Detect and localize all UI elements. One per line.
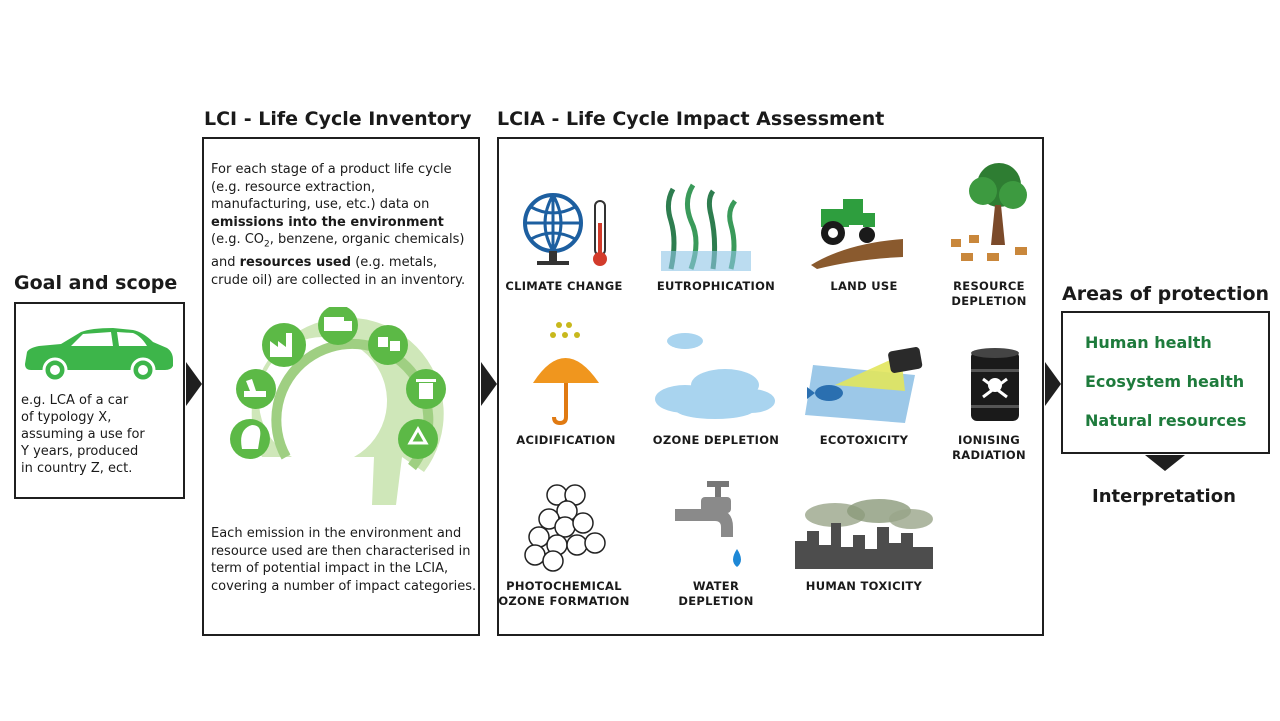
lci-title: LCI - Life Cycle Inventory (204, 108, 472, 130)
interpretation-label: Interpretation (1092, 486, 1236, 507)
radiation-barrel-icon (971, 348, 1019, 421)
protection-item: Natural resources (1085, 411, 1247, 430)
protection-box: Human health Ecosystem health Natural re… (1061, 311, 1270, 454)
lci-box: For each stage of a product life cycle (… (202, 137, 480, 636)
polluted-fish-icon (805, 347, 923, 423)
goal-to-lci-arrow (186, 362, 202, 406)
category-label: LAND USE (830, 279, 898, 293)
molecule-circles-icon (524, 484, 606, 572)
lcia-to-protection-arrow (1045, 362, 1061, 406)
excavator-icon (236, 369, 276, 409)
goal-scope-title: Goal and scope (14, 272, 178, 294)
protection-to-interpretation-arrow (1145, 455, 1185, 471)
protection-item: Ecosystem health (1085, 372, 1245, 391)
protection-title: Areas of protection (1062, 283, 1270, 305)
globe-thermometer-icon (523, 193, 607, 266)
category-label: CLIMATE CHANGE (505, 279, 623, 293)
life-cycle-diagram (230, 307, 446, 505)
factory-icon (262, 323, 306, 367)
lcia-title: LCIA - Life Cycle Impact Assessment (497, 108, 885, 130)
lcia-box: CLIMATE CHANGE EUTROPHICATION LAND USE R… (497, 137, 1044, 636)
trash-icon (406, 369, 446, 409)
boxes-icon (368, 325, 408, 365)
protection-item: Human health (1085, 333, 1212, 352)
goal-scope-box: e.g. LCA of a car of typology X, assumin… (14, 302, 185, 499)
category-label: ECOTOXICITY (819, 433, 909, 447)
category-label: ACIDIFICATION (516, 433, 616, 447)
city-smog-icon (795, 499, 933, 569)
category-label: EUTROPHICATION (656, 279, 776, 293)
truck-icon (318, 307, 358, 345)
seaweed-icon (661, 183, 751, 271)
goal-scope-text: e.g. LCA of a car of typology X, assumin… (21, 393, 145, 476)
category-label: OZONE DEPLETION (652, 433, 780, 447)
car-icon (25, 328, 173, 382)
lci-intro-text: For each stage of a product life cycle (… (211, 162, 466, 288)
ozone-clouds-icon (655, 333, 775, 419)
category-label: HUMAN TOXICITY (805, 579, 923, 593)
acid-rain-umbrella-icon (533, 322, 599, 426)
lightbulb-head-icon (230, 419, 270, 459)
lci-outro-text: Each emission in the environment and res… (211, 526, 477, 594)
tree-stumps-icon (951, 163, 1027, 261)
water-tap-icon (675, 481, 741, 567)
recycle-icon (398, 419, 438, 459)
tractor-field-icon (811, 199, 903, 269)
lci-to-lcia-arrow (481, 362, 497, 406)
